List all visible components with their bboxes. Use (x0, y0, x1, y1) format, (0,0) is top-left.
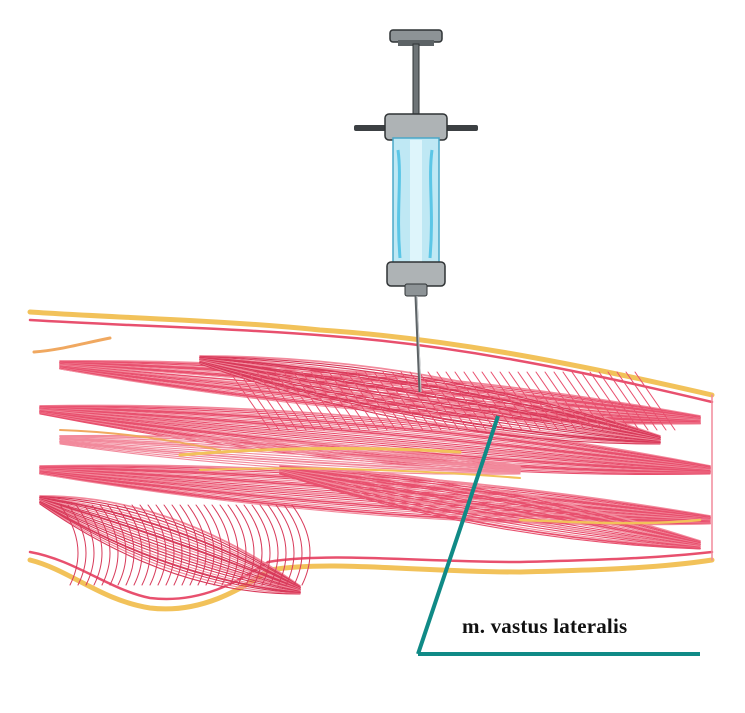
syringe-icon (354, 30, 478, 296)
muscle-label: m. vastus lateralis (462, 614, 627, 639)
